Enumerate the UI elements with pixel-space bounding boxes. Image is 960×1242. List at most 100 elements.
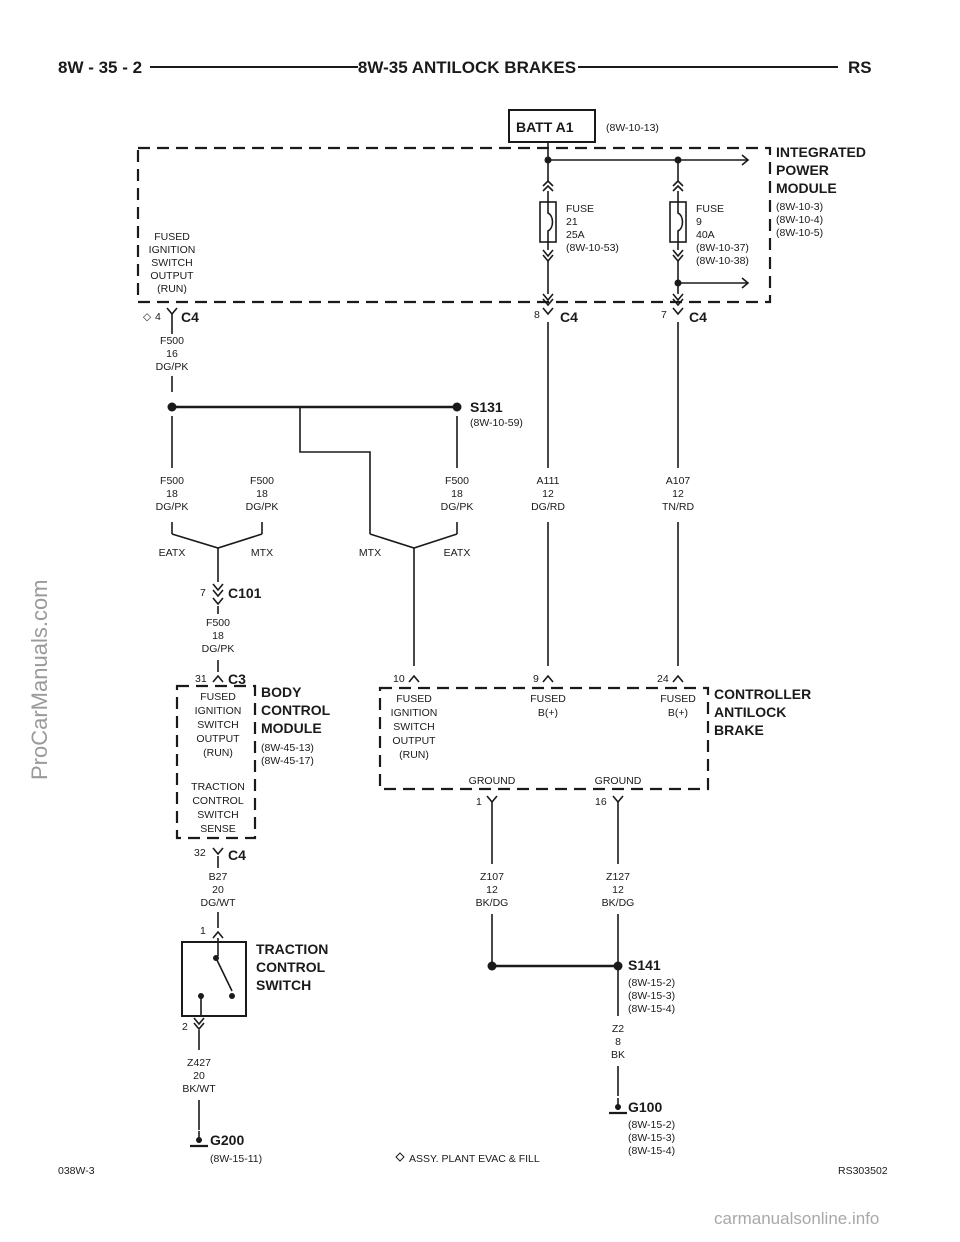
wire-f500-b-1: F500: [250, 475, 274, 487]
wire-a111-1: A111: [537, 475, 560, 487]
wire-z2-1: Z2: [612, 1023, 624, 1035]
cab-name-3: BRAKE: [714, 722, 764, 738]
wire-f500-16-3: DG/PK: [156, 361, 189, 373]
ipm-output-1: FUSED: [154, 231, 190, 243]
g100-ref-2: (8W-15-3): [628, 1132, 675, 1144]
fuse9-label-2: 9: [696, 216, 702, 228]
c101-connector: [212, 583, 224, 606]
option-eatx-right: EATX: [444, 547, 471, 559]
c4-diamond-icon: ◇: [143, 311, 152, 323]
wire-f500-d-2: 18: [212, 630, 224, 642]
wire-f500-a-3: DG/PK: [156, 501, 189, 513]
bcm-name-3: MODULE: [261, 720, 322, 736]
wire-f500-d-3: DG/PK: [202, 643, 235, 655]
fuse21-label-1: FUSE: [566, 203, 594, 215]
wire-z127-1: Z127: [606, 871, 630, 883]
wire-b27-1: B27: [209, 871, 228, 883]
c4-name-1: C4: [181, 309, 199, 325]
bcm-c3-name: C3: [228, 671, 246, 687]
g200-ground-icon: [188, 1129, 210, 1148]
cab-gpin-16: 16: [595, 796, 607, 808]
cab-in2-1: FUSED: [530, 693, 566, 705]
g100-ref-1: (8W-15-2): [628, 1119, 675, 1131]
batt-label: BATT A1: [516, 119, 574, 135]
s141-ref-1: (8W-15-2): [628, 977, 675, 989]
wire-b27-2: 20: [212, 884, 224, 896]
s141-ref-3: (8W-15-4): [628, 1003, 675, 1015]
bus-junction-1: [544, 156, 552, 164]
ipm-output-2: IGNITION: [149, 244, 196, 256]
footer-left: 038W-3: [58, 1165, 95, 1177]
s141-junction-left: [487, 961, 497, 971]
c4-pin-4: 4: [155, 311, 161, 323]
cab-gpin-1: 1: [476, 796, 482, 808]
fuse21-top-connector: [542, 179, 554, 192]
g100-ground-icon: [607, 1096, 629, 1115]
cab-ground-2: GROUND: [595, 775, 642, 787]
svg-text:(8W-15-2)(8W-15-3)(8W-15-4): (8W-15-2)(8W-15-3)(8W-15-4): [628, 1119, 675, 1157]
header: 8W - 35 - 2 8W-35 ANTILOCK BRAKES RS: [58, 58, 872, 77]
cab-name-1: CONTROLLER: [714, 686, 811, 702]
s141-junction: [613, 961, 623, 971]
footer-right: RS303502: [838, 1165, 888, 1177]
batt-ref: (8W-10-13): [606, 122, 659, 134]
wire-z427-1: Z427: [187, 1057, 211, 1069]
wire-a107-2: 12: [672, 488, 684, 500]
ipm-name-3: MODULE: [776, 180, 837, 196]
tcs-name-2: CONTROL: [256, 959, 326, 975]
cab-in1-5: (RUN): [399, 749, 429, 761]
option-mtx-right: MTX: [359, 547, 381, 559]
wire-f500-16-2: 16: [166, 348, 178, 360]
bcm-name-1: BODY: [261, 684, 302, 700]
wire-f500-a-2: 18: [166, 488, 178, 500]
s131-junction: [452, 402, 462, 412]
cab-in3-2: B(+): [668, 707, 688, 719]
bcm-ref-2: (8W-45-17): [261, 755, 314, 767]
wire-b27-3: DG/WT: [201, 897, 237, 909]
s141-ref-2: (8W-15-3): [628, 990, 675, 1002]
bus-junction-2: [674, 156, 682, 164]
s131-name: S131: [470, 399, 503, 415]
wire-z427-3: BK/WT: [182, 1083, 216, 1095]
header-title: 8W-35 ANTILOCK BRAKES: [358, 58, 576, 77]
fuse21-label-3: 25A: [566, 229, 585, 241]
c101-pin: 7: [200, 587, 206, 599]
option-eatx-left: EATX: [159, 547, 186, 559]
option-mtx-left: MTX: [251, 547, 273, 559]
cab-name-2: ANTILOCK: [714, 704, 786, 720]
ipm-output-4: OUTPUT: [150, 270, 194, 282]
wire-a111-2: 12: [542, 488, 554, 500]
bcm-input1-2: IGNITION: [195, 705, 242, 717]
wire-f500-b-3: DG/PK: [246, 501, 279, 513]
c4-connector-top: ◇ 4 C4 8 C4 7 C4: [143, 307, 707, 334]
c4-name-2: C4: [560, 309, 578, 325]
bcm-input2-4: SENSE: [200, 823, 236, 835]
c4-pin-7: 7: [661, 309, 667, 321]
bcm-input2-2: CONTROL: [192, 795, 243, 807]
cab-in1-2: IGNITION: [391, 707, 438, 719]
wires: [171, 322, 679, 1130]
tcs-name-3: SWITCH: [256, 977, 311, 993]
cab-ground-1: GROUND: [469, 775, 516, 787]
bottom-watermark: carmanualsonline.info: [714, 1209, 879, 1228]
g200-ref: (8W-15-11): [210, 1153, 262, 1165]
wire-f500-c-2: 18: [451, 488, 463, 500]
wire-z107-3: BK/DG: [476, 897, 509, 909]
